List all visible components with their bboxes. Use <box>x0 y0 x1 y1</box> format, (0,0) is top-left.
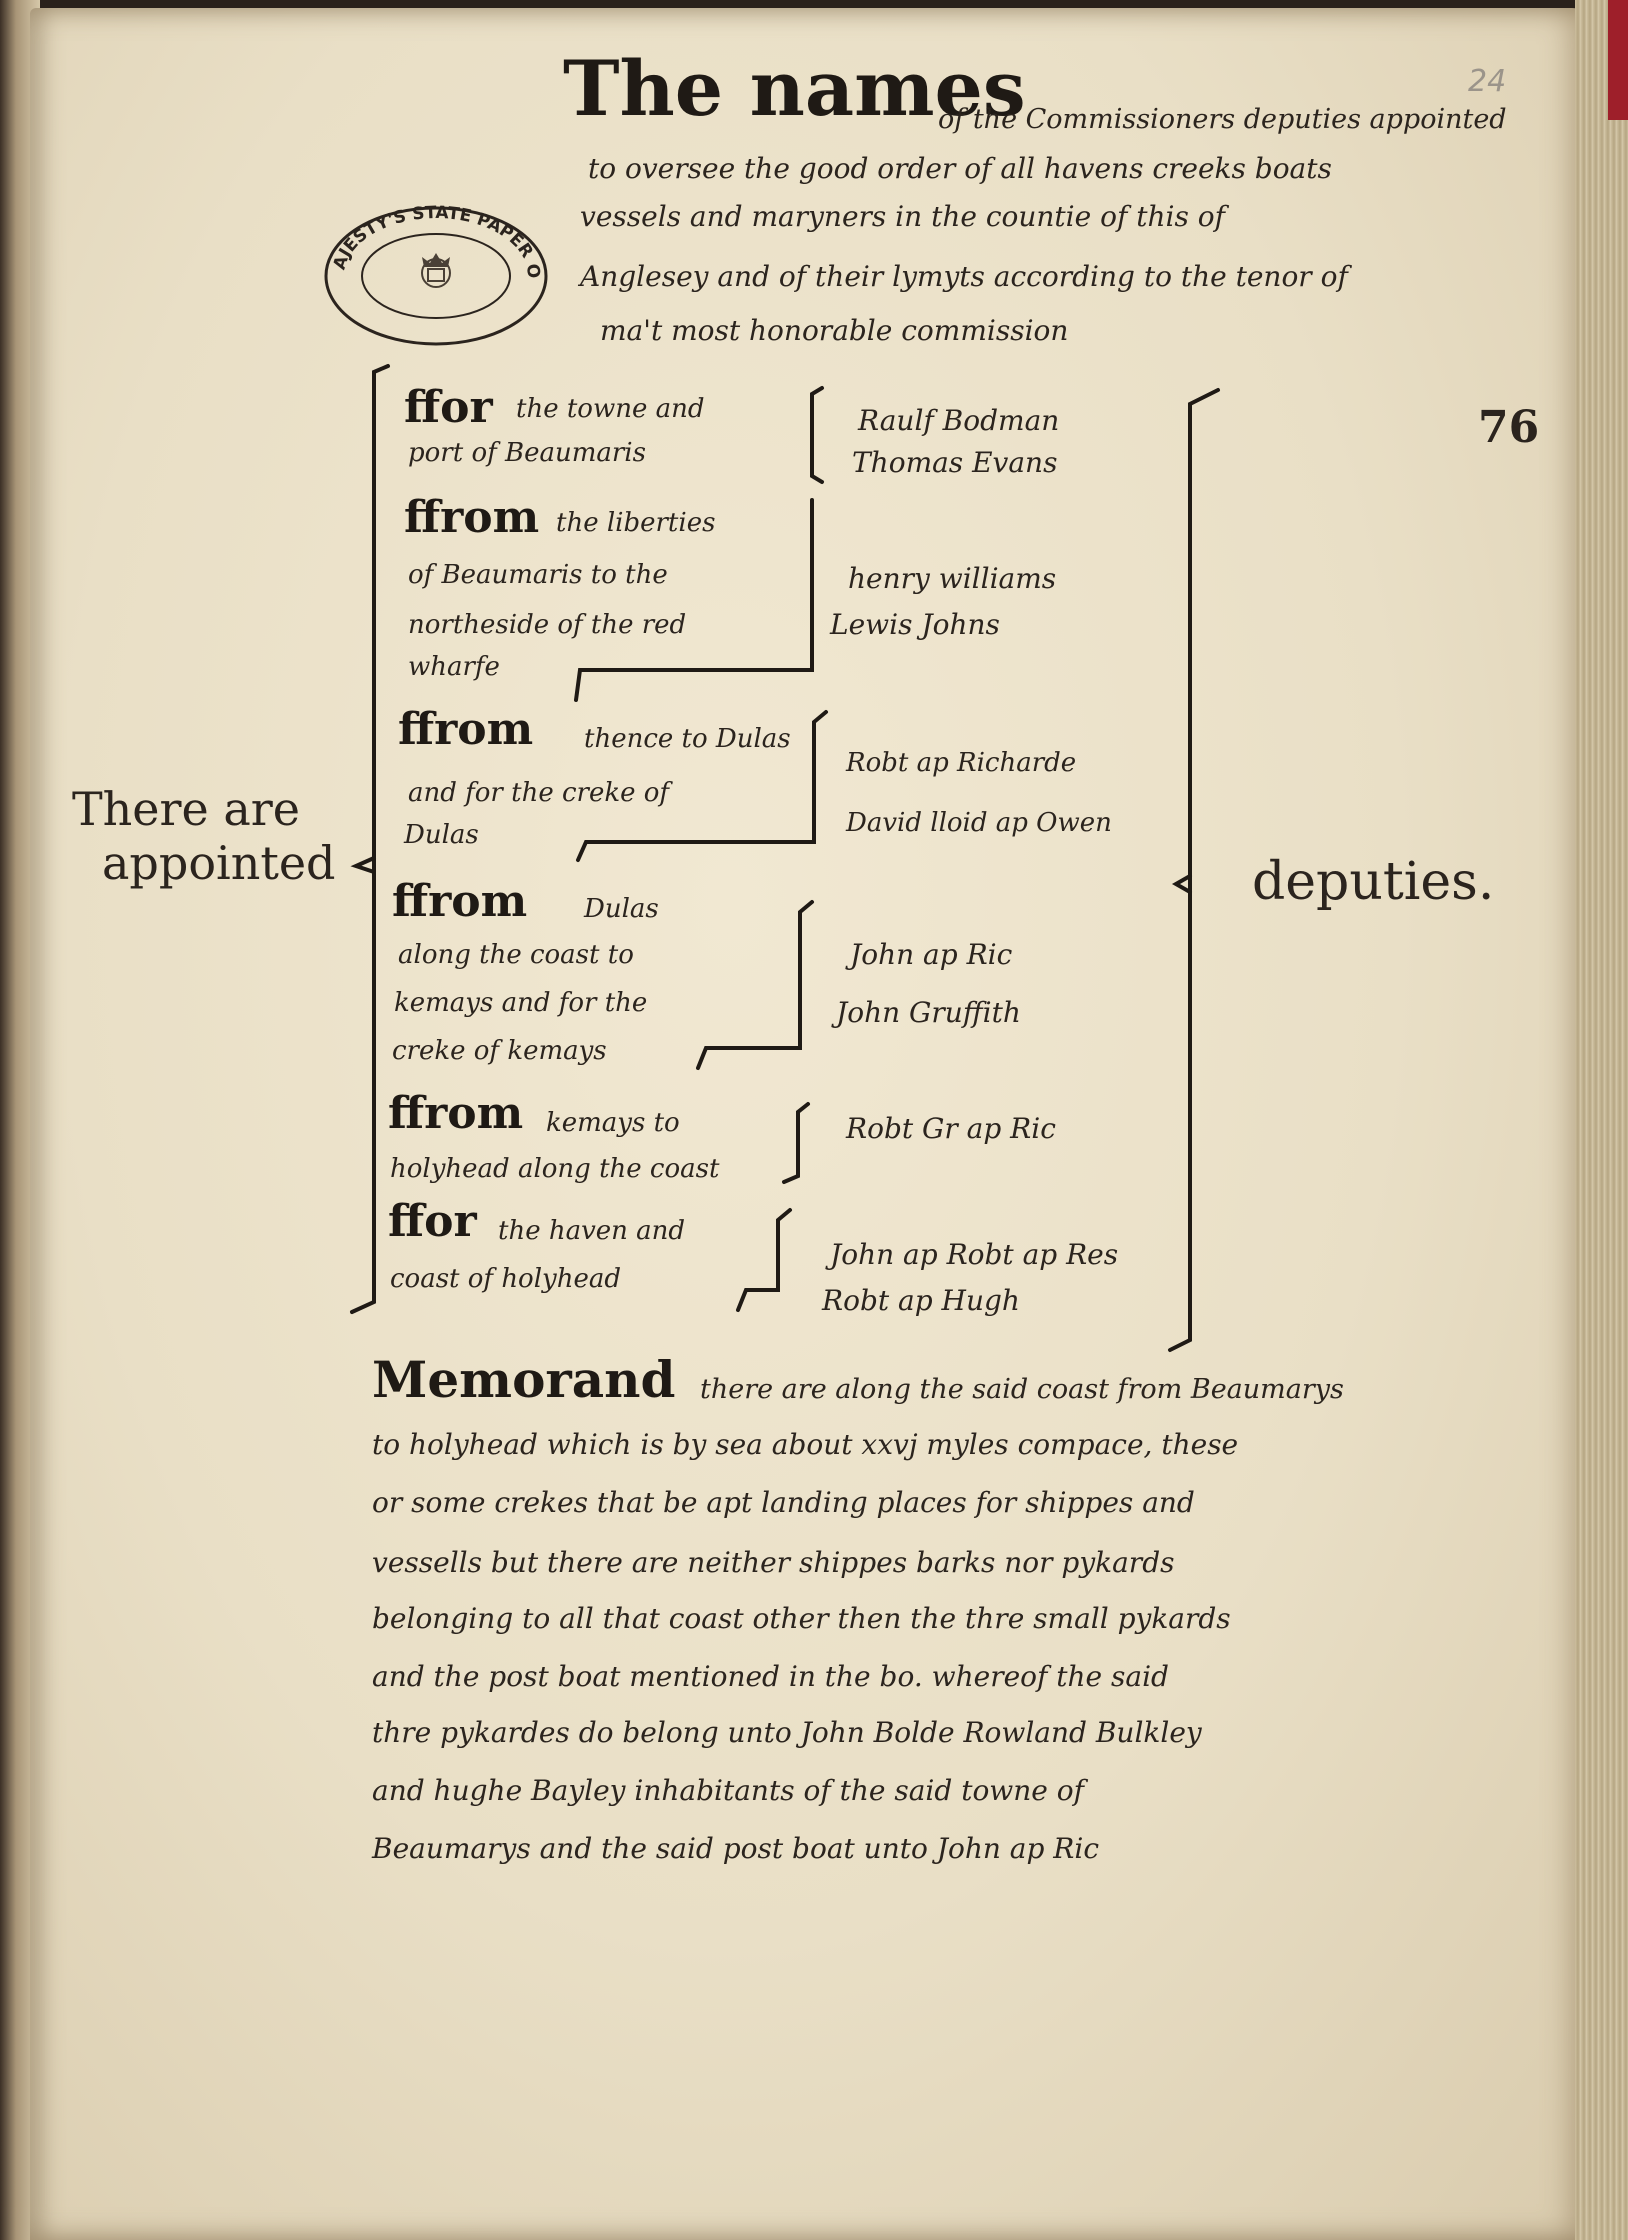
heading-line-1: of the Commissioners deputies appointed <box>938 104 1507 135</box>
memorandum-line-2: to holyhead which is by sea about xxvj m… <box>372 1428 1239 1461</box>
entry-3-deputy-2: David lloid ap Owen <box>846 808 1112 838</box>
entry-6-deputy-1: John ap Robt ap Res <box>830 1238 1119 1271</box>
memorandum-line-8: and hughe Bayley inhabitants of the said… <box>372 1774 1084 1807</box>
entry-2-place-2: of Beaumaris to the <box>408 560 668 590</box>
left-label-line-2: appointed <box>102 836 336 890</box>
entry-2-deputy-1: henry williams <box>848 562 1057 595</box>
heading-initial: The names <box>563 44 1026 133</box>
entry-1-place-1: the towne and <box>516 394 705 424</box>
memorandum-line-7: thre pykardes do belong unto John Bolde … <box>372 1716 1202 1749</box>
entry-4-place-2: along the coast to <box>398 940 634 970</box>
entry-5-deputy-1: Robt Gr ap Ric <box>846 1112 1056 1145</box>
entry-5-place-2: holyhead along the coast <box>390 1154 720 1184</box>
heading-line-4: Anglesey and of their lymyts according t… <box>580 260 1348 293</box>
entry-3-deputy-1: Robt ap Richarde <box>846 748 1077 778</box>
entry-3-place-3: Dulas <box>404 820 479 850</box>
left-label-line-1: There are <box>72 782 301 836</box>
entry-2-place-4: wharfe <box>408 652 500 682</box>
entry-2-deputy-2: Lewis Johns <box>830 608 1000 641</box>
memorandum-line-1: there are along the said coast from Beau… <box>700 1374 1344 1405</box>
right-label: deputies. <box>1252 852 1495 912</box>
manuscript-page <box>30 8 1590 2240</box>
entry-4-place-4: creke of kemays <box>392 1036 607 1066</box>
heading-line-2: to oversee the good order of all havens … <box>588 152 1332 185</box>
entry-4-lead: ffrom <box>392 876 528 927</box>
memorandum-line-5: belonging to all that coast other then t… <box>372 1602 1231 1635</box>
entry-1-lead: ffor <box>404 382 493 433</box>
heading-line-3: vessels and maryners in the countie of t… <box>580 200 1225 233</box>
red-binding-strip <box>1608 0 1628 120</box>
entry-4-place-1: Dulas <box>584 894 659 924</box>
entry-6-place-1: the haven and <box>498 1216 686 1246</box>
entry-2-lead: ffrom <box>404 492 540 543</box>
entry-1-place-2: port of Beaumaris <box>408 438 646 468</box>
entry-2-place-1: the liberties <box>556 508 716 538</box>
entry-6-lead: ffor <box>388 1196 477 1247</box>
state-paper-office-stamp: HER MAJESTY'S STATE PAPER OFFICE <box>322 205 548 346</box>
entry-5-place-1: kemays to <box>546 1108 680 1138</box>
memorandum-line-9: Beaumarys and the said post boat unto Jo… <box>372 1832 1100 1865</box>
entry-6-place-2: coast of holyhead <box>390 1264 621 1294</box>
royal-arms-icon <box>421 253 451 288</box>
memorandum-initial: Memorand <box>372 1350 676 1409</box>
entry-1-deputy-2: Thomas Evans <box>852 446 1058 479</box>
pencil-folio-number: 24 <box>1468 64 1507 99</box>
memorandum-line-4: vessells but there are neither shippes b… <box>372 1546 1175 1579</box>
memorandum-line-3: or some crekes that be apt landing place… <box>372 1486 1195 1519</box>
entry-4-deputy-2: John Gruffith <box>836 996 1021 1029</box>
entry-3-place-2: and for the creke of <box>408 778 670 808</box>
page-number: 76 <box>1478 402 1540 453</box>
memorandum-line-6: and the post boat mentioned in the bo. w… <box>372 1660 1169 1693</box>
entry-4-deputy-1: John ap Ric <box>850 938 1013 971</box>
page-edges-right <box>1575 0 1628 2240</box>
entry-4-place-3: kemays and for the <box>394 988 648 1018</box>
entry-5-lead: ffrom <box>388 1088 524 1139</box>
entry-2-place-3: northeside of the red <box>408 610 687 640</box>
entry-3-lead: ffrom <box>398 704 534 755</box>
entry-3-place-1: thence to Dulas <box>584 724 791 754</box>
entry-6-deputy-2: Robt ap Hugh <box>822 1284 1020 1317</box>
heading-line-5: ma't most honorable commission <box>600 314 1069 347</box>
entry-1-deputy-1: Raulf Bodman <box>858 404 1060 437</box>
